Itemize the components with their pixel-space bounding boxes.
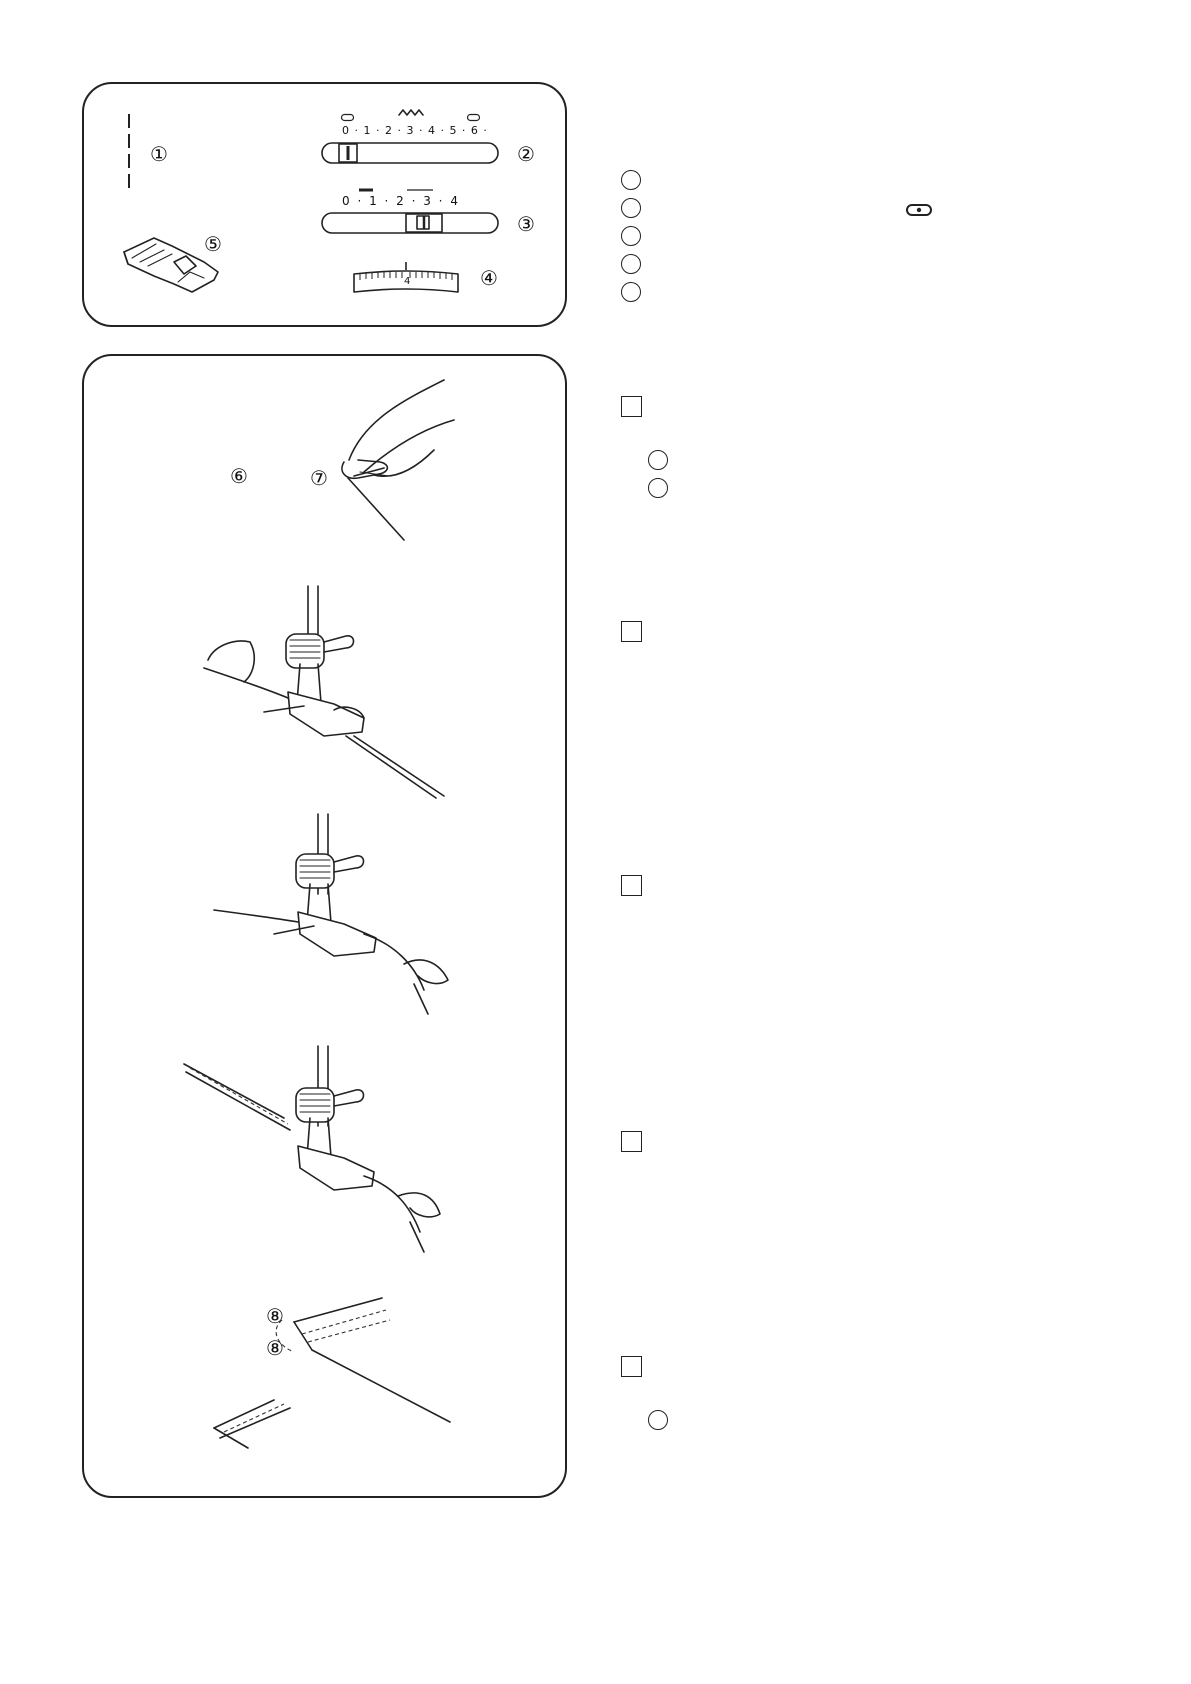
stitch-width-slider[interactable] — [321, 142, 501, 166]
legend-marker-2 — [621, 198, 641, 218]
straight-stitch-pattern-icon — [128, 114, 130, 194]
needle-position-left-icon — [340, 113, 355, 122]
legend-marker-4 — [621, 254, 641, 274]
step-1-fold-illustration — [341, 379, 455, 541]
step-marker-3 — [621, 875, 642, 896]
stitch-length-slider[interactable] — [321, 212, 501, 236]
zigzag-icon — [398, 109, 424, 116]
stitch-length-scale: 0 · 1 · 2 · 3 · 4 — [342, 194, 460, 208]
stitch-width-scale: 0 · 1 · 2 · 3 · 4 · 5 · 6 · — [342, 124, 488, 137]
rolled-hem-foot-icon — [123, 237, 219, 293]
step-marker-5 — [621, 1356, 642, 1377]
step-4-sewing-hem-illustration — [183, 1045, 441, 1253]
callout-1: ① — [150, 142, 168, 166]
tension-dial-value: 4 — [404, 276, 412, 287]
step-marker-4 — [621, 1131, 642, 1152]
step-5-hem-corner-illustration — [213, 1297, 451, 1449]
callout-8-top: ⑧ — [266, 1304, 284, 1328]
thread-tension-dial[interactable] — [352, 262, 462, 298]
step-1-legend-marker-7 — [648, 478, 668, 498]
step-2-hemmer-foot-illustration — [203, 585, 445, 799]
callout-8-bottom: ⑧ — [266, 1336, 284, 1360]
legend-marker-3 — [621, 226, 641, 246]
callout-5: ⑤ — [204, 232, 222, 256]
step-5-legend-marker-8 — [648, 1410, 668, 1430]
legend-marker-5 — [621, 282, 641, 302]
needle-position-right-icon — [466, 113, 481, 122]
callout-4: ④ — [480, 266, 498, 290]
step-1-legend-marker-6 — [648, 450, 668, 470]
callout-3: ③ — [517, 212, 535, 236]
step-marker-1 — [621, 396, 642, 417]
callout-2: ② — [517, 142, 535, 166]
needle-position-center-icon — [906, 204, 932, 216]
legend-marker-1 — [621, 170, 641, 190]
callout-6: ⑥ — [230, 464, 248, 488]
steps-panel: ⑥ ⑦ — [82, 354, 567, 1498]
step-marker-2 — [621, 621, 642, 642]
callout-7: ⑦ — [310, 466, 328, 490]
settings-panel: ① 0 · 1 · 2 · 3 · 4 · 5 · 6 · ② 0 · 1 · … — [82, 82, 567, 327]
straight-stitch-length-icon — [359, 188, 433, 192]
step-3-pull-fabric-illustration — [213, 813, 449, 1015]
